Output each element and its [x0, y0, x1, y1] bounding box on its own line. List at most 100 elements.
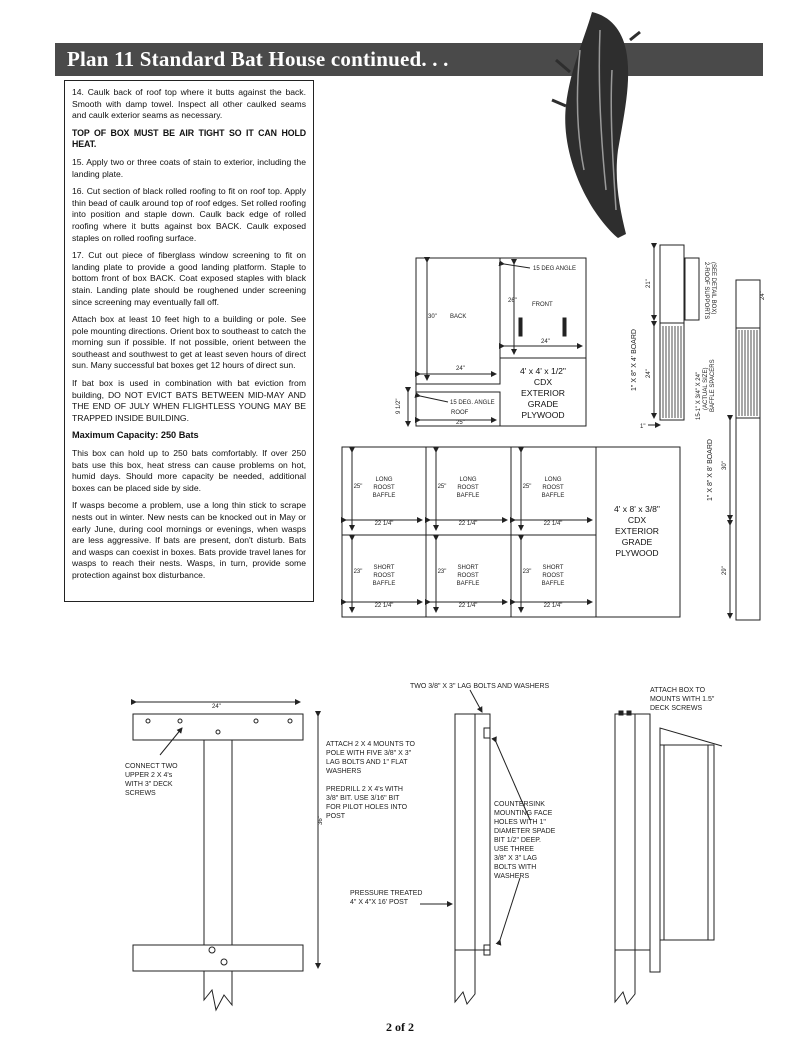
airtight-warning: TOP OF BOX MUST BE AIR TIGHT SO IT CAN H…: [72, 127, 306, 150]
board-2-30-dim: 30": [722, 461, 728, 470]
page-title: Plan 11 Standard Bat House continued. . …: [67, 47, 449, 71]
back-height-dim: 30": [428, 314, 437, 320]
board-2-29-dim: 29": [722, 566, 728, 575]
roof-angle-label: 15 DEG. ANGLE: [450, 400, 495, 406]
countersink-line-3: HOLES WITH 1": [494, 819, 546, 826]
countersink-line-8: BOLTS WITH: [494, 864, 536, 871]
short-baffle-width-2: 22 1/4": [459, 603, 478, 609]
long-baffle-width-2: 22 1/4": [459, 521, 478, 527]
lag-bolts-note: TWO 3/8" X 3" LAG BOLTS AND WASHERS: [410, 683, 550, 690]
board-1x8x4-labels: 1" X 8" X 4' BOARD 21" 24" 1" 2-ROOF SUP…: [631, 262, 716, 430]
roof-panel-label: ROOF: [451, 410, 469, 416]
front-panel-label: FRONT: [532, 302, 553, 308]
plywood-cut-plan-4x8-labels: LONG ROOST BAFFLE LONG ROOST BAFFLE LONG…: [354, 477, 660, 609]
pole-mount-side-labels: TWO 3/8" X 3" LAG BOLTS AND WASHERS COUN…: [410, 683, 556, 880]
plywood-4x8-spec-line-4: GRADE: [622, 537, 653, 547]
roof-height-dim: 9 1/2": [396, 399, 402, 414]
short-baffle-1-line-3: BAFFLE: [373, 581, 396, 587]
attach-box-line-3: DECK SCREWS: [650, 705, 702, 712]
short-baffle-height-1: 23": [354, 569, 363, 575]
predrill-line-2: 3/8" BIT. USE 3/16" BIT: [326, 795, 400, 802]
short-baffle-2-line-1: SHORT: [458, 565, 479, 571]
long-baffle-3-line-1: LONG: [544, 477, 561, 483]
assembled-box-on-mount: [614, 710, 723, 1006]
front-height-dim: 26": [508, 298, 517, 304]
long-baffle-3-line-3: BAFFLE: [542, 493, 565, 499]
baffle-spacers-label: BAFFLE SPACERS: [710, 359, 716, 412]
predrill-line-1: PREDRILL 2 X 4's WITH: [326, 786, 403, 793]
plywood-cut-plan-4x8: [341, 446, 681, 618]
short-baffle-height-3: 23": [523, 569, 532, 575]
back-panel-label: BACK: [450, 314, 466, 320]
step-17-text: 17. Cut out piece of fiberglass window s…: [72, 250, 306, 307]
roof-supports-label: 2-ROOF SUPPORTS: [703, 262, 709, 319]
long-baffle-height-3: 25": [523, 484, 532, 490]
plywood-spec-line-5: PLYWOOD: [521, 410, 564, 420]
attach-box-line-1: ATTACH BOX TO: [650, 687, 706, 694]
board-2-24-dim: 24": [760, 291, 766, 300]
plywood-4x8-spec-line-2: CDX: [628, 515, 646, 525]
mount-width-dim: 24": [212, 704, 221, 710]
capacity-text: This box can hold up to 250 bats comfort…: [72, 448, 306, 493]
long-baffle-3-line-2: ROOST: [542, 485, 564, 491]
predrill-line-3: FOR PILOT HOLES INTO: [326, 804, 408, 811]
roof-width-dim: 25": [456, 420, 465, 426]
plywood-cut-plan-4x4: [405, 257, 587, 427]
long-baffle-height-2: 25": [438, 484, 447, 490]
short-baffle-2-line-2: ROOST: [457, 573, 479, 579]
step-14-text: 14. Caulk back of roof top where it butt…: [72, 87, 306, 121]
attach-mounts-line-4: WASHERS: [326, 768, 361, 775]
countersink-line-5: BIT 1/2" DEEP.: [494, 837, 541, 844]
long-baffle-height-1: 25": [354, 484, 363, 490]
board-1x8x8-diagram: [727, 279, 761, 621]
long-baffle-1-line-2: ROOST: [373, 485, 395, 491]
plywood-spec-line-4: GRADE: [528, 399, 559, 409]
plywood-spec-line-1: 4' x 4' x 1/2": [520, 366, 566, 376]
assembled-box-labels: ATTACH BOX TO MOUNTS WITH 1.5" DECK SCRE…: [650, 687, 715, 712]
short-baffle-3-line-2: ROOST: [542, 573, 564, 579]
long-baffle-1-line-1: LONG: [375, 477, 392, 483]
plywood-spec-line-2: CDX: [534, 377, 552, 387]
attach-box-text: Attach box at least 10 feet high to a bu…: [72, 314, 306, 371]
eviction-text: If bat box is used in combination with b…: [72, 378, 306, 423]
long-baffle-2-line-1: LONG: [459, 477, 476, 483]
plywood-4x8-spec-line-1: 4' x 8' x 3/8": [614, 504, 660, 514]
baffle-spacers-size: 15-1" X 3/4" X 24": [696, 372, 702, 420]
pole-mount-front-view: [131, 699, 321, 1012]
countersink-line-2: MOUNTING FACE: [494, 810, 553, 817]
post-note-line-2: 4" X 4"X 16' POST: [350, 899, 409, 906]
front-width-dim: 24": [541, 339, 550, 345]
countersink-line-7: 3/8" X 3" LAG: [494, 855, 537, 862]
plywood-4x8-spec-line-3: EXTERIOR: [615, 526, 659, 536]
long-baffle-2-line-2: ROOST: [457, 485, 479, 491]
attach-mounts-line-3: LAG BOLTS AND 1" FLAT: [326, 759, 408, 766]
board-1x8x8-label: 1" X 8" X 8' BOARD: [707, 439, 714, 501]
baffle-spacers-actual: (ACTUAL SIZE): [703, 368, 709, 410]
board-1-21-dim: 21": [646, 279, 652, 288]
post-note-line-1: PRESSURE TREATED: [350, 890, 422, 897]
connect-note-line-2: UPPER 2 X 4's: [125, 772, 173, 779]
plywood-4x8-spec-line-5: PLYWOOD: [615, 548, 658, 558]
attach-mounts-line-1: ATTACH 2 X 4 MOUNTS TO: [326, 741, 415, 748]
board-1x8x4-label: 1" X 8" X 4' BOARD: [631, 329, 638, 391]
countersink-line-4: DIAMETER SPADE: [494, 828, 556, 835]
header-banner: Plan 11 Standard Bat House continued. . …: [55, 43, 763, 76]
wasps-text: If wasps become a problem, use a long th…: [72, 500, 306, 580]
short-baffle-width-1: 22 1/4": [375, 603, 394, 609]
connect-note-line-4: SCREWS: [125, 790, 156, 797]
connect-note-line-3: WITH 3" DECK: [125, 781, 173, 788]
step-15-text: 15. Apply two or three coats of stain to…: [72, 156, 306, 179]
roof-supports-note: (SEE DETAIL BOX): [710, 262, 716, 314]
back-width-dim: 24": [456, 366, 465, 372]
plywood-cut-plan-4x4-labels: BACK FRONT ROOF 15 DEG ANGLE 15 DEG. ANG…: [396, 266, 576, 426]
pole-mount-front-labels: 24" 36" CONNECT TWO UPPER 2 X 4's WITH 3…: [125, 704, 422, 906]
capacity-heading: Maximum Capacity: 250 Bats: [72, 430, 199, 441]
countersink-line-6: USE THREE: [494, 846, 534, 853]
front-angle-label: 15 DEG ANGLE: [533, 266, 576, 272]
predrill-line-4: POST: [326, 813, 346, 820]
long-baffle-2-line-3: BAFFLE: [457, 493, 480, 499]
page-number: 2 of 2: [386, 1020, 414, 1034]
short-baffle-height-2: 23": [438, 569, 447, 575]
step-16-text: 16. Cut section of black rolled roofing …: [72, 186, 306, 243]
